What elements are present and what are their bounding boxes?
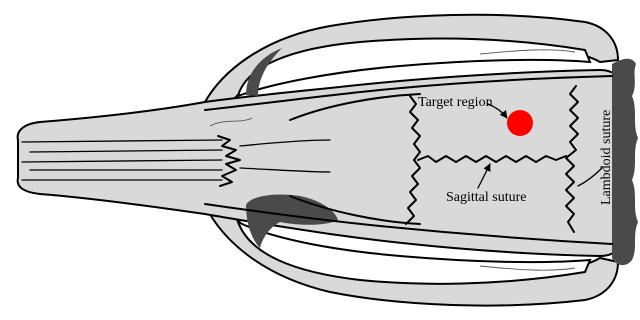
- lambdoid-suture-label: Lambdoid suture: [599, 110, 614, 205]
- target-region-label: Target region: [418, 95, 493, 110]
- occipital-rim: [612, 59, 638, 265]
- target-region-dot: [507, 110, 533, 136]
- sagittal-suture-label: Sagittal suture: [446, 190, 527, 205]
- skull-body: [18, 70, 622, 256]
